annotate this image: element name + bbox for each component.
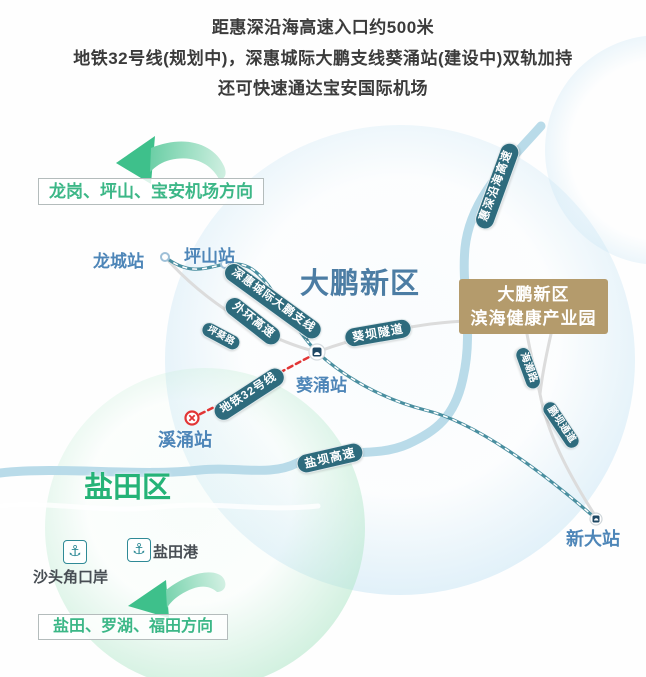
station-label-xinda: 新大站 xyxy=(566,529,620,549)
arrow-northwest xyxy=(116,136,226,184)
xinda-station-marker xyxy=(589,512,603,526)
area-title-yantian: 盐田区 xyxy=(84,472,172,504)
header-line-3: 还可快速通达宝安国际机场 xyxy=(218,79,428,98)
station-label-kuichong: 葵涌站 xyxy=(296,376,347,395)
highlight-box-line1: 大鹏新区 xyxy=(497,284,570,304)
station-label-longcheng: 龙城站 xyxy=(93,252,144,271)
poi-label-shatoujiao: 沙头角口岸 xyxy=(33,569,109,586)
longcheng-station-marker xyxy=(160,252,170,262)
kuichong-station-marker xyxy=(308,343,326,361)
arrow-southwest xyxy=(128,572,226,618)
poi-label-yantian-port: 盐田港 xyxy=(153,544,199,561)
highlight-box-line2: 滨海健康产业园 xyxy=(470,308,597,328)
xichong-station-marker xyxy=(184,410,200,426)
area-title-dapeng: 大鹏新区 xyxy=(300,268,421,300)
yantian-port-anchor-icon: ⚓ xyxy=(127,538,151,562)
station-label-xichong: 溪涌站 xyxy=(158,430,212,450)
shatoujiao-anchor-icon: ⚓ xyxy=(63,540,87,564)
direction-box-futian: 盐田、罗湖、福田方向 xyxy=(38,614,228,640)
highlight-box-park: 大鹏新区 滨海健康产业园 xyxy=(459,279,608,334)
header-line-1: 距惠深沿海高速入口约500米 xyxy=(211,18,435,37)
header-line-2: 地铁32号线(规划中)，深惠城际大鹏支线葵涌站(建设中)双轨加持 xyxy=(73,49,573,68)
direction-box-airport: 龙岗、坪山、宝安机场方向 xyxy=(38,178,264,205)
station-label-pingshan: 坪山站 xyxy=(184,247,235,266)
